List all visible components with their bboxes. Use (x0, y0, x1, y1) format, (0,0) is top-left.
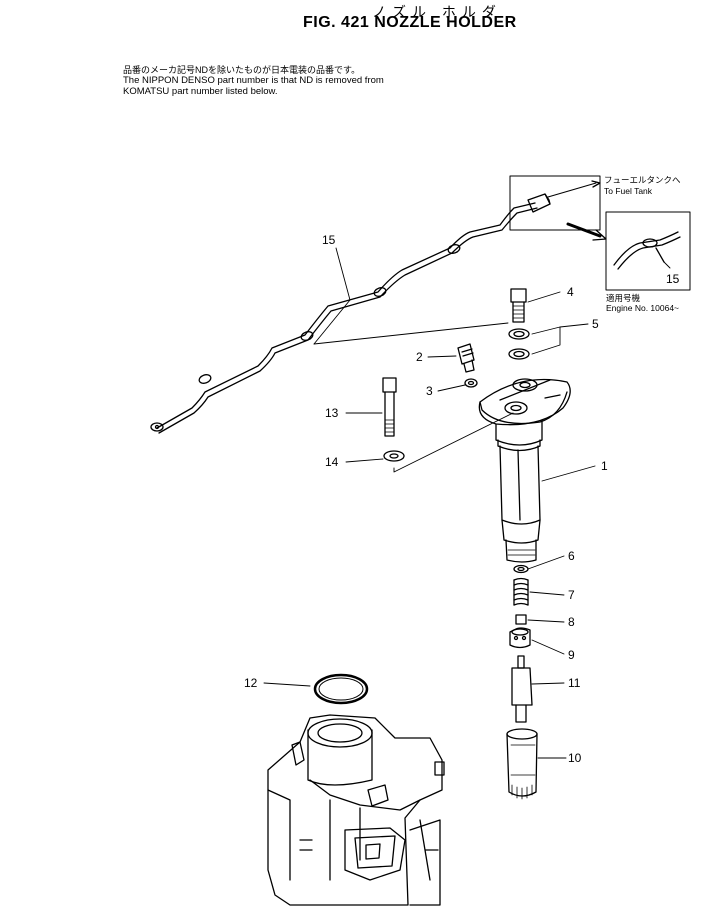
callout-10: 10 (568, 751, 582, 765)
callout-4: 4 (567, 285, 574, 299)
callout-11: 11 (568, 676, 581, 690)
callout-5: 5 (592, 317, 599, 331)
note-line-2: KOMATSU part number listed below. (123, 86, 278, 97)
fuel-return-pipe (150, 193, 551, 434)
callout-2: 2 (416, 350, 423, 364)
callout-15: 15 (322, 233, 336, 247)
nozzle-11 (511, 655, 533, 723)
callout-6: 6 (568, 549, 575, 563)
engine-kana: 適用号機 (606, 293, 641, 303)
note-japanese: 品番のメーカ記号NDを除いたものが日本電装の品番です。 (123, 65, 361, 75)
engine-number-label: Engine No. 10064~ (606, 303, 680, 313)
callout-13: 13 (325, 406, 339, 420)
callout-15-inset: 15 (666, 272, 680, 286)
fuel-tank-label: To Fuel Tank (604, 186, 653, 196)
note-line-1: The NIPPON DENSO part number is that ND … (123, 75, 384, 86)
callout-14: 14 (325, 455, 339, 469)
retaining-nut-10 (506, 728, 538, 800)
figure-title: FIG. 421 NOZZLE HOLDER (303, 14, 517, 31)
callout-3: 3 (426, 384, 433, 398)
cylinder-head (267, 714, 445, 906)
fuel-tank-kana: フューエルタンクへ (604, 175, 681, 185)
callout-1: 1 (601, 459, 608, 473)
japanese-title: ノズル ホルダ (372, 4, 502, 20)
bolt-13 (382, 377, 397, 437)
fitting-2 (457, 343, 475, 373)
nozzle-holder-1 (478, 378, 571, 563)
callout-8: 8 (568, 615, 575, 629)
callout-9: 9 (568, 648, 575, 662)
callout-7: 7 (568, 588, 575, 602)
callout-12: 12 (244, 676, 258, 690)
bolt-4 (510, 288, 527, 323)
